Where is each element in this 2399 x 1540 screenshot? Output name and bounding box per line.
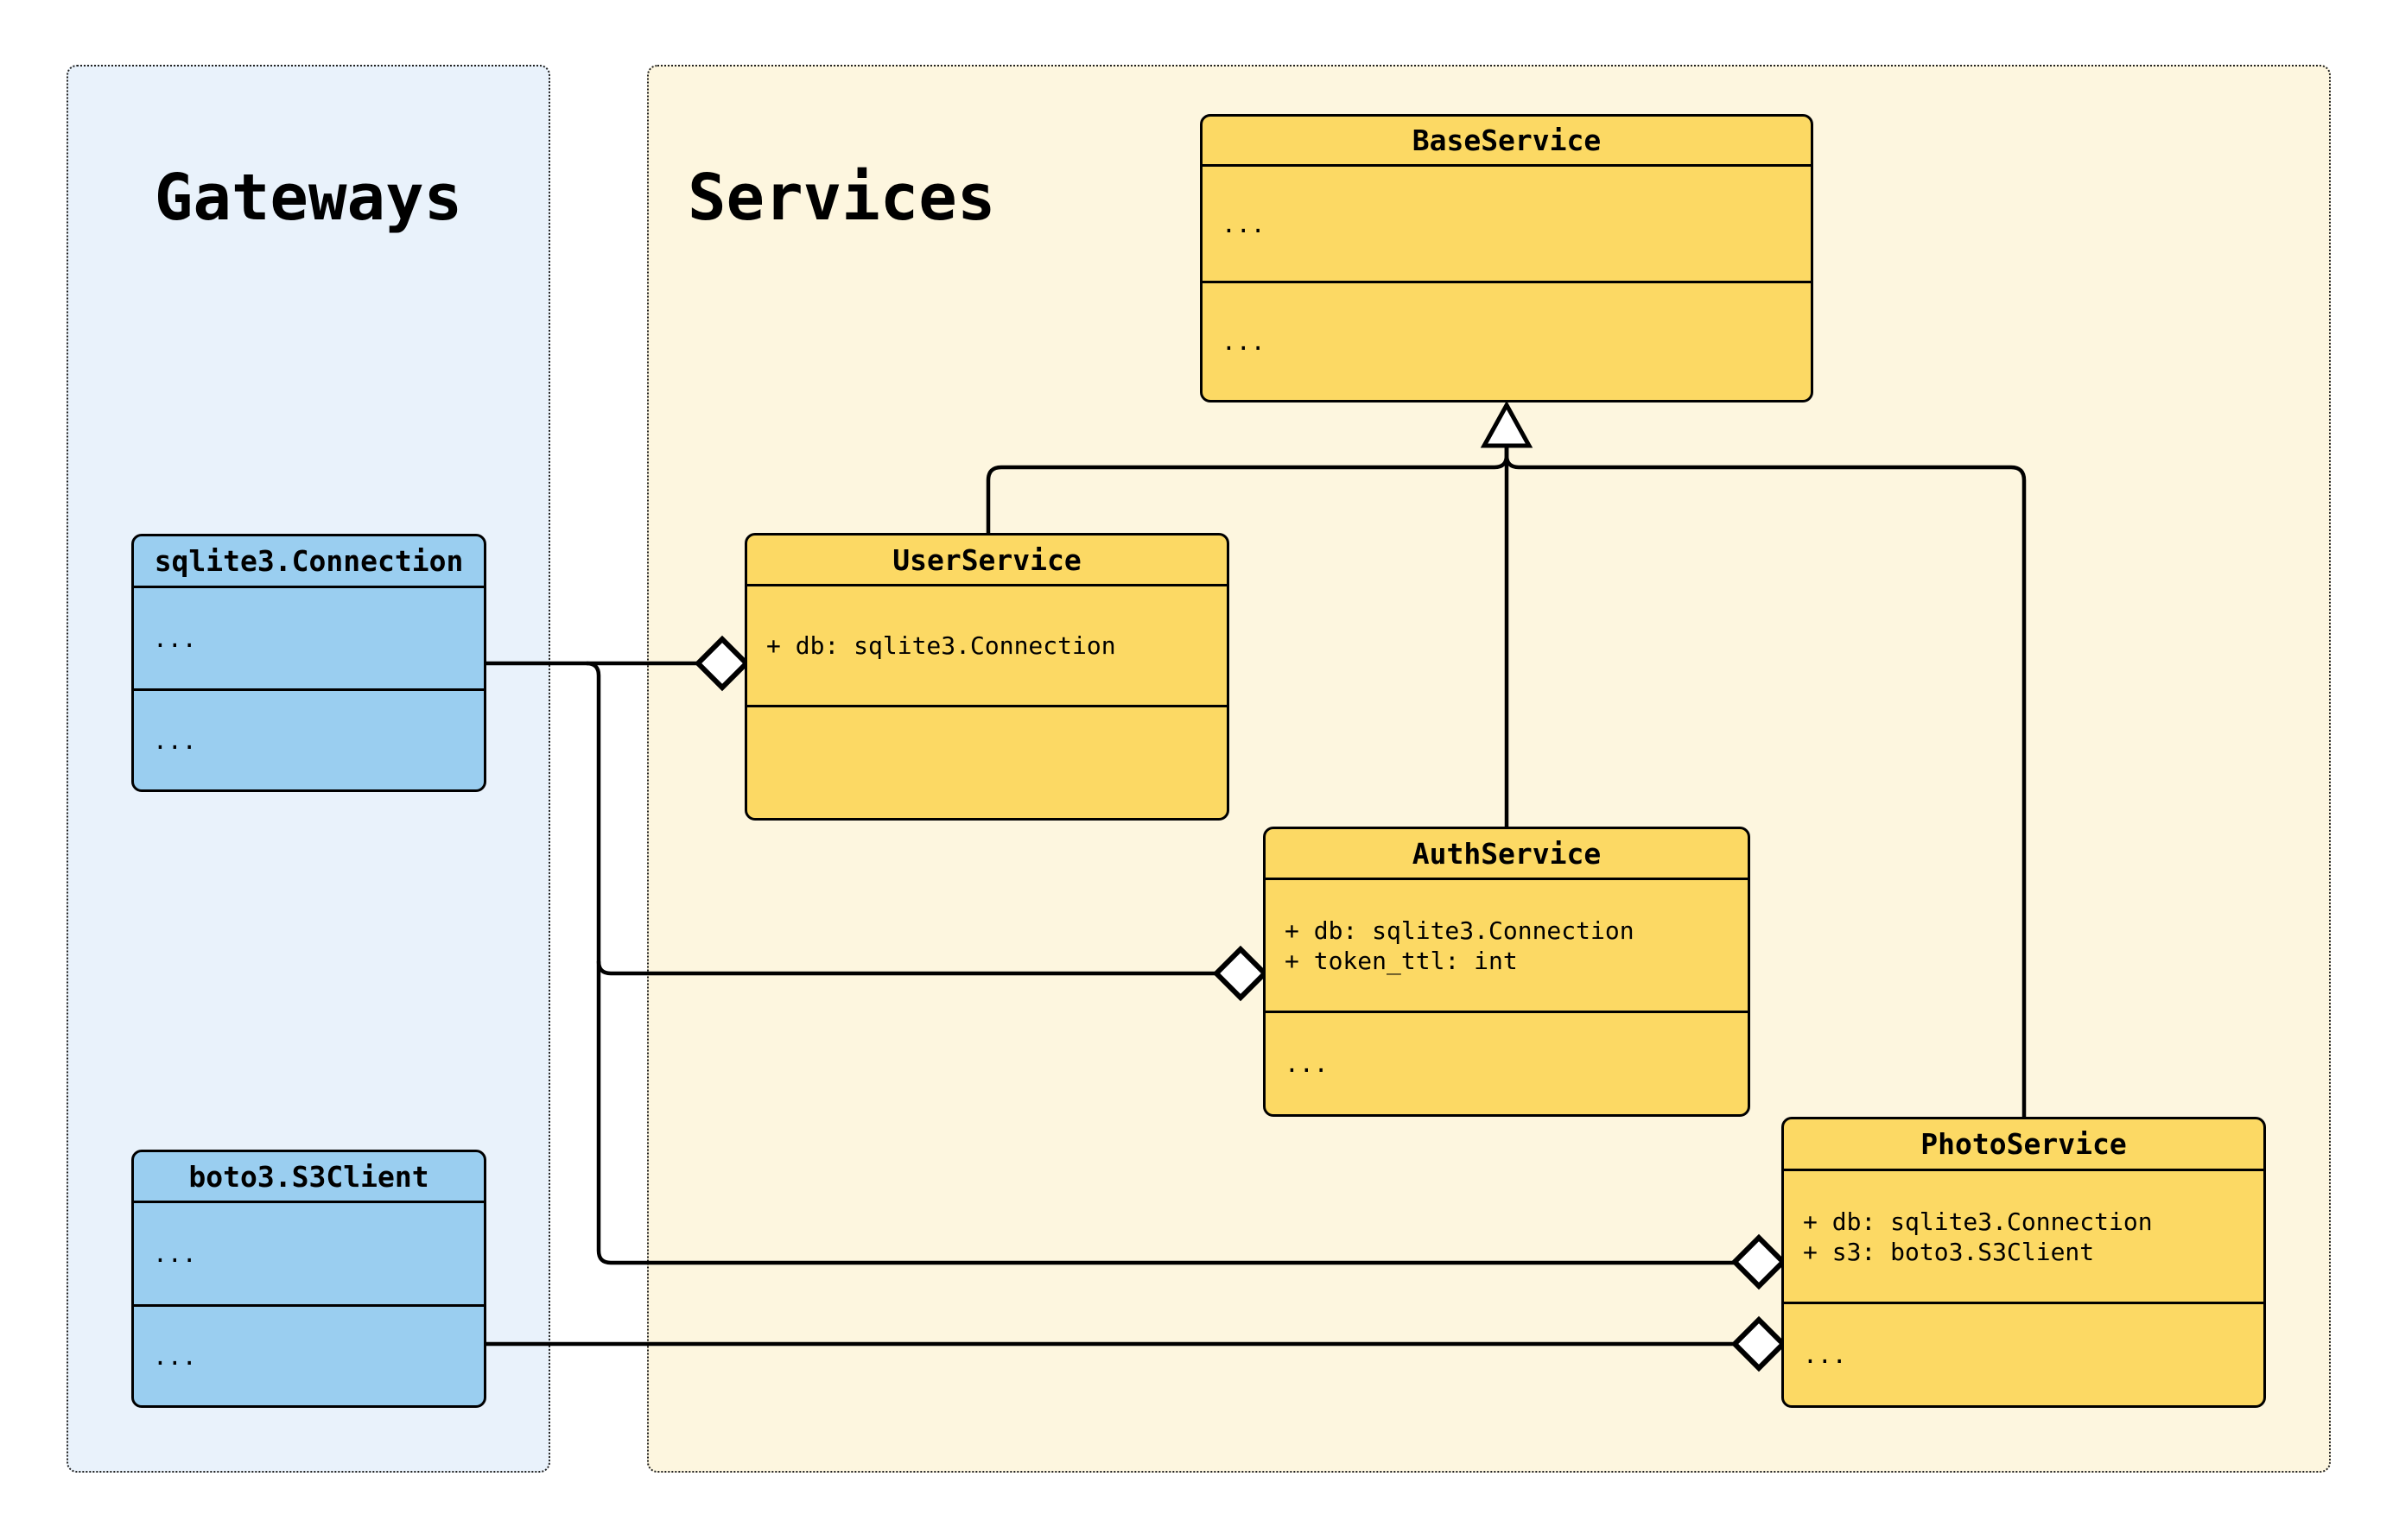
- attribute-line: + db: sqlite3.Connection: [1803, 1207, 2153, 1236]
- aggregation-diamond-authservice: [1212, 945, 1269, 1002]
- class-box-sqlite3-connection: sqlite3.Connection ... ...: [131, 534, 486, 792]
- attribute-line: + token_ttl: int: [1285, 946, 1518, 975]
- services-group-title: Services: [688, 161, 996, 235]
- class-methods: ...: [1784, 1304, 2263, 1405]
- method-line: ...: [153, 726, 197, 755]
- class-attributes: + db: sqlite3.Connection + s3: boto3.S3C…: [1784, 1171, 2263, 1304]
- class-methods: [747, 707, 1227, 818]
- aggregation-edge-sqlite-authservice: [596, 960, 1216, 976]
- class-methods: ...: [134, 691, 484, 789]
- class-methods: ...: [1203, 283, 1811, 400]
- inheritance-triangle-icon: [1480, 400, 1533, 448]
- class-title: boto3.S3Client: [134, 1152, 484, 1203]
- attribute-line: + db: sqlite3.Connection: [766, 631, 1116, 660]
- class-title: PhotoService: [1784, 1119, 2263, 1171]
- attribute-line: ...: [153, 1239, 197, 1268]
- aggregation-diamond-userservice: [694, 635, 751, 692]
- class-box-userservice: UserService + db: sqlite3.Connection: [745, 533, 1229, 821]
- attribute-line: + s3: boto3.S3Client: [1803, 1237, 2095, 1266]
- class-title: UserService: [747, 536, 1227, 586]
- aggregation-diamond-photoservice-s3: [1730, 1315, 1787, 1372]
- inheritance-edge-userservice: [986, 446, 1509, 533]
- class-title: sqlite3.Connection: [134, 536, 484, 588]
- class-methods: ...: [1266, 1013, 1748, 1114]
- attribute-line: ...: [1222, 209, 1266, 238]
- aggregation-diamond-photoservice-db: [1730, 1233, 1787, 1290]
- class-title: BaseService: [1203, 117, 1811, 167]
- class-attributes: ...: [134, 1203, 484, 1307]
- attribute-line: + db: sqlite3.Connection: [1285, 916, 1634, 945]
- method-line: ...: [1285, 1049, 1329, 1078]
- class-box-boto3-s3client: boto3.S3Client ... ...: [131, 1150, 486, 1408]
- class-attributes: ...: [134, 588, 484, 691]
- class-attributes: + db: sqlite3.Connection + token_ttl: in…: [1266, 880, 1748, 1013]
- gateways-group-title: Gateways: [154, 161, 463, 235]
- class-box-authservice: AuthService + db: sqlite3.Connection + t…: [1263, 827, 1750, 1117]
- class-box-baseservice: BaseService ... ...: [1200, 114, 1813, 402]
- class-title: AuthService: [1266, 829, 1748, 880]
- method-line: ...: [153, 1341, 197, 1371]
- aggregation-edge-sqlite-photoservice: [586, 661, 1735, 1265]
- class-methods: ...: [134, 1307, 484, 1405]
- class-box-photoservice: PhotoService + db: sqlite3.Connection + …: [1781, 1117, 2266, 1408]
- class-attributes: + db: sqlite3.Connection: [747, 586, 1227, 707]
- method-line: ...: [1222, 327, 1266, 356]
- method-line: ...: [1803, 1340, 1847, 1369]
- class-attributes: ...: [1203, 167, 1811, 283]
- attribute-line: ...: [153, 624, 197, 653]
